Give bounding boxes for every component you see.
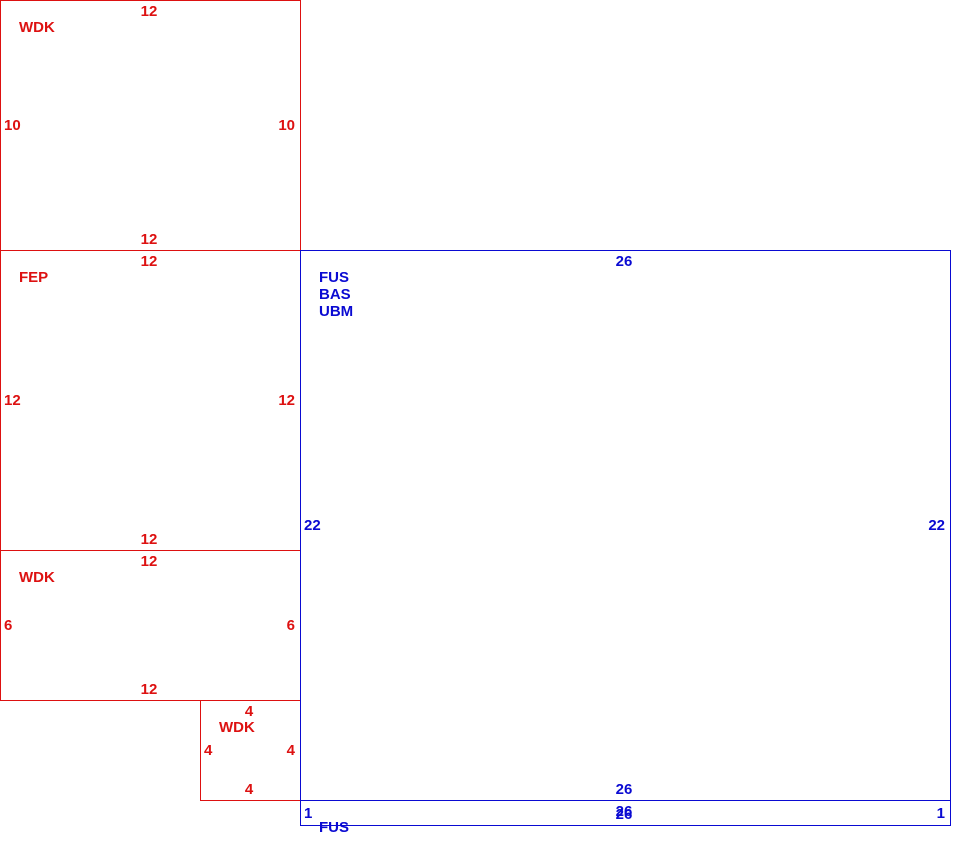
area-fep-right-dimension: 12	[278, 392, 295, 409]
area-wdk-small: WDK 4 4 4 4	[200, 700, 301, 801]
area-wdk-small-label: WDK	[219, 719, 255, 736]
area-fep-label: FEP	[19, 269, 48, 286]
area-fus-strip-label: FUS	[319, 819, 349, 836]
area-wdk-top: WDK 12 12 10 10	[0, 0, 301, 251]
area-fus-main-label-2: BAS	[319, 286, 351, 303]
area-wdk-mid-label: WDK	[19, 569, 55, 586]
area-wdk-top-label: WDK	[19, 19, 55, 36]
area-wdk-mid-top-dimension: 12	[141, 553, 158, 570]
area-fus-main-top-dimension: 26	[616, 253, 633, 270]
area-fus-main-label-1: FUS	[319, 269, 349, 286]
area-wdk-mid-left-dimension: 6	[4, 617, 12, 634]
area-wdk-small-left-dimension: 4	[204, 742, 213, 759]
area-wdk-top-right-dimension: 10	[278, 117, 295, 134]
area-fus-main: FUS BAS UBM 26 26 22 22	[300, 250, 951, 801]
area-wdk-top-top-dimension: 12	[141, 3, 158, 20]
area-wdk-mid-right-dimension: 6	[287, 617, 295, 634]
area-fus-strip-top-dimension: 26	[616, 803, 633, 820]
area-wdk-mid: WDK 12 12 6 6	[0, 550, 301, 701]
area-fus-main-outline	[300, 250, 951, 801]
area-wdk-small-bottom-dimension: 4	[245, 781, 254, 798]
area-fep-bottom-dimension: 12	[141, 531, 158, 548]
area-fus-strip-outline	[300, 800, 951, 826]
area-fep: FEP 12 12 12 12	[0, 250, 301, 551]
area-fep-outline	[0, 250, 301, 551]
area-fep-left-dimension: 12	[4, 392, 21, 409]
area-wdk-small-top-dimension: 4	[245, 703, 254, 720]
area-fus-strip-right-dimension: 1	[937, 805, 945, 822]
area-wdk-top-left-dimension: 10	[4, 117, 21, 134]
area-fus-main-right-dimension: 22	[928, 517, 945, 534]
area-fus-strip-left-dimension: 1	[304, 805, 312, 822]
area-wdk-mid-bottom-dimension: 12	[141, 681, 158, 698]
area-fus-strip-bottom-dimension: 26	[616, 806, 633, 823]
area-wdk-top-bottom-dimension: 12	[141, 231, 158, 248]
area-fep-top-dimension: 12	[141, 253, 158, 270]
area-wdk-top-outline	[0, 0, 301, 251]
area-fus-main-label-3: UBM	[319, 303, 353, 320]
area-fus-main-bottom-dimension: 26	[616, 781, 633, 798]
area-fus-main-left-dimension: 22	[304, 517, 321, 534]
area-wdk-small-right-dimension: 4	[287, 742, 296, 759]
area-fus-strip: FUS 26 26 1 1	[300, 800, 951, 836]
